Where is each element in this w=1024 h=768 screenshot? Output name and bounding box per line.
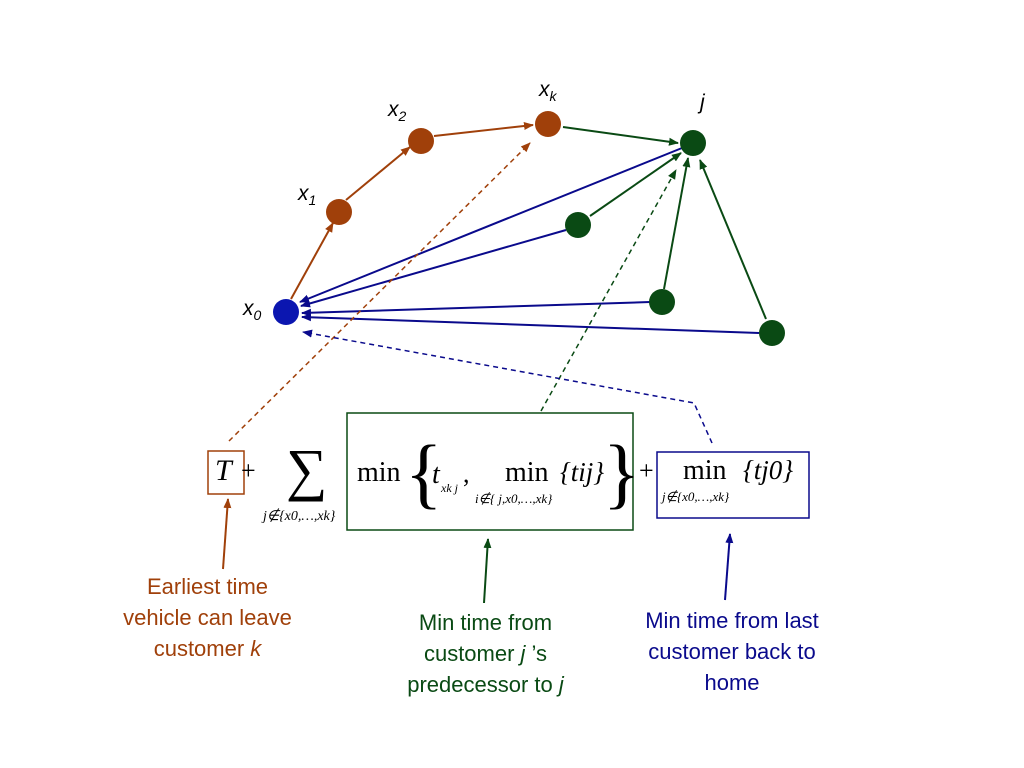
- edge-xk-j: [562, 126, 679, 146]
- label-x1: x1: [298, 182, 317, 209]
- box-predecessor: [346, 412, 634, 531]
- caption-predecessor: Min time from customer j ’s predecessor …: [407, 610, 564, 697]
- edge-g2-j: [663, 157, 691, 290]
- formula-t-xkj-sub: xk j: [441, 481, 458, 495]
- formula-min-2: min: [505, 457, 549, 488]
- formula-min-3-sub: j∉{x0,…,xk}: [662, 489, 730, 504]
- formula-t-j0: {tj0}: [743, 455, 794, 485]
- node-xk: [535, 111, 561, 137]
- edge-x0-x1: [290, 222, 334, 300]
- box-home: [656, 451, 810, 519]
- formula-t-ij: {tij}: [560, 457, 605, 487]
- caption-earliest-time: Earliest time vehicle can leave customer…: [123, 574, 292, 661]
- arrow-home: [724, 533, 734, 601]
- arrow-predecessor: [483, 538, 492, 604]
- label-xk: xk: [539, 78, 557, 105]
- dashed-home-to-x0: [302, 329, 713, 444]
- edge-x2-xk: [433, 122, 534, 137]
- formula-T: T: [215, 454, 232, 487]
- formula-min-3: min: [683, 455, 727, 486]
- left-brace: {: [405, 429, 442, 516]
- caption-home: Min time from last customer back to home: [645, 608, 819, 695]
- dashed-T-to-xk: [228, 142, 531, 442]
- node-x2: [408, 128, 434, 154]
- formula-t-xkj: t: [432, 459, 440, 490]
- edge-g2-x0: [301, 301, 651, 317]
- right-brace: }: [603, 429, 640, 516]
- node-j: [680, 130, 706, 156]
- edge-g3-x0: [301, 313, 760, 334]
- node-g3: [759, 320, 785, 346]
- arrow-earliest: [222, 498, 232, 570]
- formula-min-2-sub: i∉{ j,x0,…,xk}: [475, 491, 553, 506]
- formula-plus-1: +: [241, 456, 256, 485]
- edge-g1-j: [589, 152, 682, 217]
- edge-g1-x0: [300, 229, 567, 308]
- node-x0: [273, 299, 299, 325]
- dashed-predecessor-to-j: [540, 169, 677, 412]
- formula-sum: ∑: [286, 437, 328, 502]
- edge-g3-j: [699, 159, 767, 320]
- formula-sum-sub: j∉{x0,…,xk}: [263, 509, 336, 524]
- edge-j-x0: [299, 147, 683, 303]
- box-T: [207, 450, 245, 495]
- node-x1: [326, 199, 352, 225]
- label-x2: x2: [388, 98, 407, 125]
- node-g2: [649, 289, 675, 315]
- node-g1: [565, 212, 591, 238]
- edge-x1-x2: [345, 146, 411, 201]
- formula-comma: ,: [463, 459, 470, 488]
- formula-plus-2: +: [639, 456, 654, 485]
- formula-min-1: min: [357, 457, 401, 488]
- label-x0: x0: [243, 297, 262, 324]
- label-j: j: [700, 91, 705, 114]
